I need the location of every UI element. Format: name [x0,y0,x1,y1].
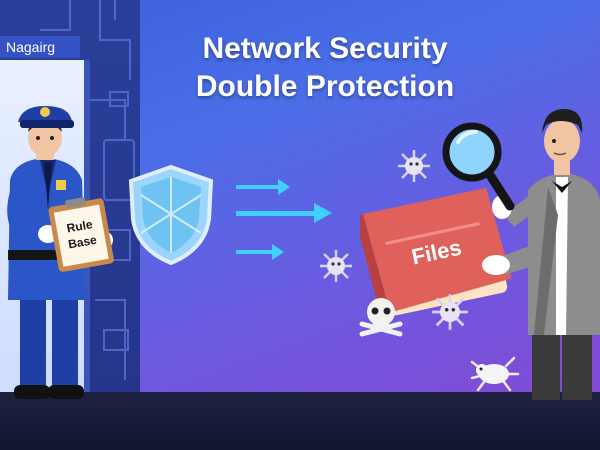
files-book: Files [360,187,512,317]
page-title: Network Security Double Protection [150,30,500,106]
skull-icon [359,298,403,337]
virus-icon [320,250,352,282]
circuit-pattern [40,0,135,380]
bug-icon [470,356,520,392]
rule-base-clipboard: Rule Base [48,197,114,272]
door-sign [0,36,80,58]
magnifier-icon [442,122,515,211]
title-line-2: Double Protection [195,70,455,103]
door-sign-label: Nagairg [6,39,56,55]
butler-detective [482,109,600,400]
arrow-icon [236,179,332,260]
title-line-1: Network Security [202,32,448,65]
virus-icon [432,294,468,330]
clipboard-line-2: Base [67,233,98,252]
clipboard-line-1: Rule [66,217,94,235]
virus-icon [398,150,430,182]
floor [0,392,600,450]
shield-icon [128,164,214,266]
